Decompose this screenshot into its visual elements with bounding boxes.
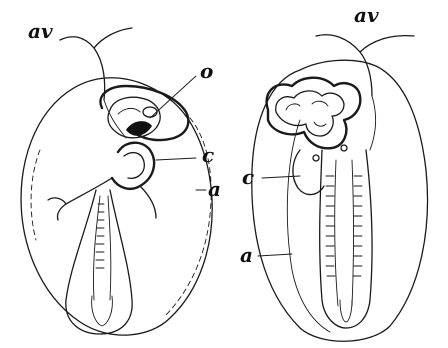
left-leader-c: [156, 158, 196, 160]
left-heart-inner: [124, 153, 144, 179]
left-somites: [96, 204, 104, 268]
right-inner-membrane: [287, 120, 330, 332]
right-brain-inner-2: [286, 101, 328, 126]
right-brain-outer: [267, 78, 361, 149]
left-vitelline-vessel-1: [60, 37, 105, 100]
right-neural-tube-right: [352, 160, 354, 306]
right-heart-dot-2: [341, 145, 347, 151]
left-vitelline-vein-left: [57, 178, 112, 220]
left-vitelline-vessel-3: [104, 100, 126, 138]
left-vitelline-vein-right: [140, 186, 156, 218]
left-vitelline-vein-left-2: [48, 198, 66, 204]
left-leader-o: [150, 76, 196, 118]
right-neural-tube-left: [335, 160, 338, 306]
left-label-av: av: [28, 19, 53, 43]
right-vitelline-vessel-1: [316, 35, 372, 96]
right-embryo-drawing: av c a: [240, 3, 428, 341]
right-vitelline-vessel-2: [360, 36, 414, 52]
left-label-a: a: [208, 177, 221, 201]
left-label-c: c: [202, 143, 214, 167]
right-brain-inner-1: [276, 91, 344, 136]
left-neural-groove-right: [108, 196, 111, 300]
right-label-c: c: [242, 165, 254, 189]
right-embryo-body: [320, 150, 372, 328]
right-outer-membrane: [252, 60, 428, 341]
right-somites-right: [353, 176, 362, 276]
left-label-o: o: [200, 59, 213, 83]
left-amnion-edge-left: [31, 150, 40, 240]
left-embryo-drawing: av o c a: [21, 19, 221, 335]
right-primitive-streak: [340, 300, 352, 322]
right-vitelline-vessel-3: [370, 96, 376, 150]
left-outer-membrane: [21, 78, 212, 335]
right-label-a: a: [240, 243, 253, 267]
left-optic-vesicle: [143, 107, 157, 117]
right-heart-dot-1: [313, 155, 319, 161]
left-vitelline-vessel-2: [94, 28, 132, 48]
right-leader-c: [262, 176, 300, 178]
left-primitive-streak: [92, 296, 113, 326]
right-label-av: av: [354, 3, 379, 27]
left-optic-cup: [126, 121, 152, 136]
right-leader-a: [258, 254, 292, 256]
left-heart-tube: [112, 143, 154, 189]
left-forebrain-line: [118, 108, 140, 114]
right-somites-left: [326, 176, 335, 276]
